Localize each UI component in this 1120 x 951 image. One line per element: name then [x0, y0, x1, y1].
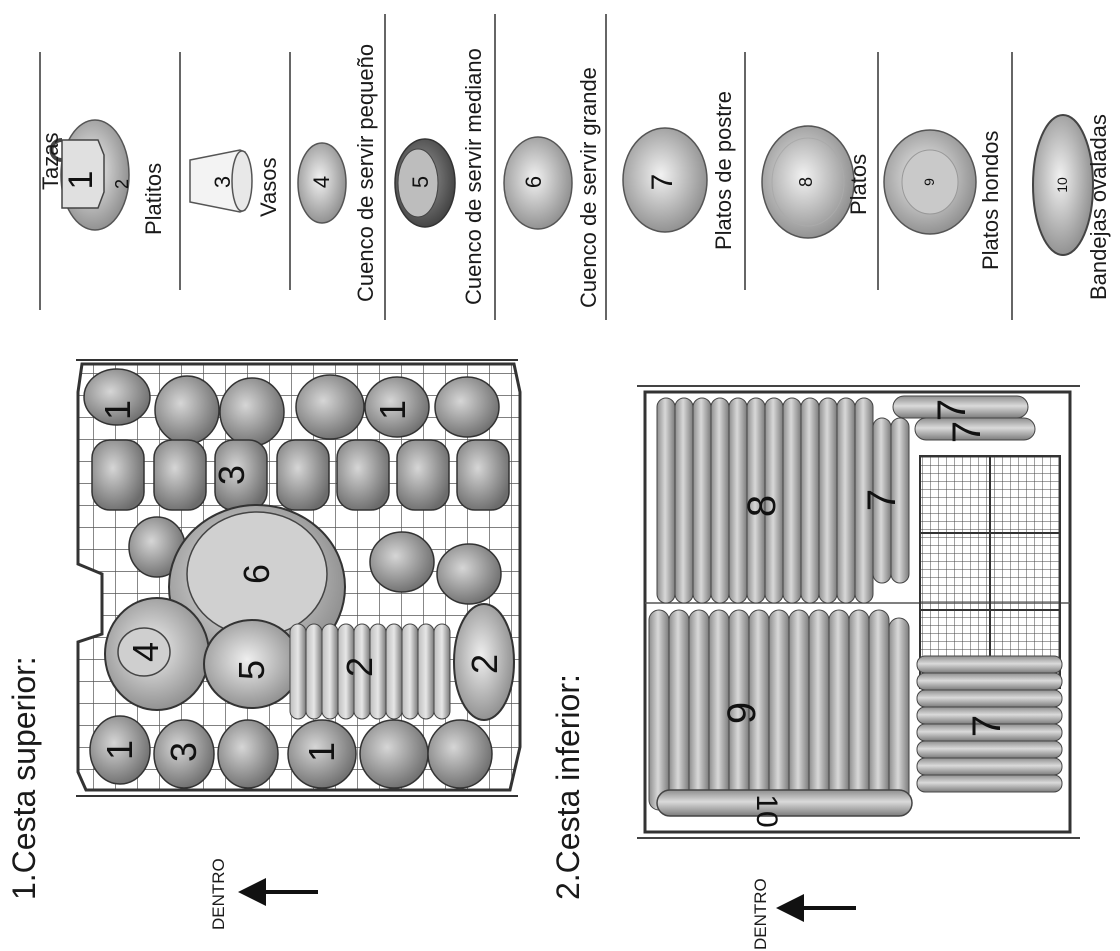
upper-marker: 4 — [125, 642, 166, 662]
legend-number: 2 — [112, 179, 132, 189]
lower-marker: 7 — [945, 421, 989, 443]
large-bowl-icon — [503, 136, 573, 230]
dinner-plate-icon — [761, 125, 855, 239]
upper-marker: 1 — [372, 400, 413, 420]
upper-basket-illustration: 1 1 3 6 4 5 2 2 1 3 1 — [76, 359, 522, 797]
legend-label-large-bowl: Cuenco de servir grande — [576, 67, 601, 308]
legend-label-tazas: Tazas — [38, 132, 63, 190]
upper-marker: 1 — [301, 742, 342, 762]
legend-number: 10 — [1054, 177, 1070, 193]
lower-marker: 7 — [965, 715, 1009, 737]
legend-number: 3 — [210, 176, 235, 188]
lower-direction-arrow-icon — [776, 894, 856, 922]
lower-marker: 7 — [860, 489, 904, 511]
glass-icon — [189, 149, 253, 213]
lower-marker: 10 — [750, 794, 783, 827]
legend-label-oval-trays: Bandejas ovaladas — [1086, 114, 1111, 300]
legend-label-vasos: Vasos — [256, 157, 281, 217]
legend-number: 8 — [796, 177, 816, 187]
legend-number: 1 — [62, 171, 100, 190]
soup-plate-icon — [883, 129, 977, 235]
legend-number: 9 — [921, 178, 937, 186]
cup-saucer-icon — [49, 119, 130, 231]
lower-basket-title: 2.Cesta inferior: — [550, 674, 586, 900]
legend-icons: 1 2 3 4 5 6 7 8 9 10 — [49, 114, 1094, 256]
legend-number: 5 — [408, 176, 433, 188]
dessert-plate-icon — [622, 127, 708, 233]
upper-marker: 2 — [464, 654, 505, 674]
upper-marker: 3 — [211, 465, 252, 485]
legend-number: 7 — [646, 174, 679, 191]
lower-marker: 9 — [720, 702, 764, 724]
lower-marker: 7 — [930, 399, 974, 421]
legend-number: 6 — [521, 176, 546, 188]
small-bowl-icon — [297, 142, 347, 224]
lower-basket-illustration: 8 7 7 7 9 7 10 — [637, 385, 1080, 839]
upper-direction-label: DENTRO — [209, 858, 228, 930]
upper-marker: 2 — [339, 657, 380, 677]
legend-label-plates: Platos — [846, 153, 871, 215]
upper-marker: 1 — [99, 740, 140, 760]
upper-marker: 3 — [163, 742, 204, 762]
legend-number: 4 — [309, 176, 334, 188]
legend-label-small-bowl: Cuenco de servir pequeño — [353, 43, 378, 302]
medium-bowl-icon — [394, 138, 456, 228]
lower-marker: 8 — [740, 495, 784, 517]
upper-basket-title: 1.Cesta superior: — [6, 656, 42, 900]
legend-separators — [39, 14, 1013, 320]
upper-marker: 1 — [97, 400, 138, 420]
upper-marker: 5 — [231, 660, 272, 680]
lower-direction-label: DENTRO — [751, 878, 770, 950]
legend-label-platitos: Platitos — [141, 162, 166, 235]
legend-label-soup-plates: Platos hondos — [978, 130, 1003, 270]
upper-marker: 6 — [236, 564, 277, 584]
legend-label-dessert-plates: Platos de postre — [711, 91, 736, 250]
legend-label-medium-bowl: Cuenco de servir mediano — [461, 48, 486, 305]
upper-direction-arrow-icon — [238, 878, 318, 906]
oval-tray-icon — [1032, 114, 1094, 256]
